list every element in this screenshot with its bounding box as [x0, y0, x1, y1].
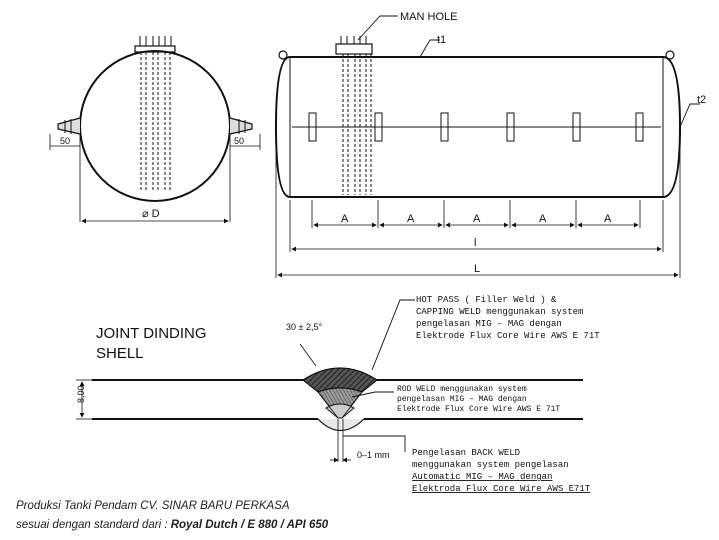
inner-length-label: l: [474, 237, 476, 249]
svg-text:Elektroda Flux Core Wire AWS E: Elektroda Flux Core Wire AWS E71T: [412, 484, 591, 494]
svg-text:CAPPING WELD menggunakan syste: CAPPING WELD menggunakan system: [416, 307, 583, 317]
tank-end-view: [49, 36, 261, 224]
segment-a-3: A: [473, 213, 481, 225]
rod-weld-note: ROD WELD menggunakan system pengelasan M…: [397, 385, 560, 414]
segment-a-5: A: [604, 213, 612, 225]
segment-a-2: A: [407, 213, 415, 225]
diameter-label: ⌀ D: [142, 208, 160, 220]
gap-label: 0–1 mm: [357, 450, 390, 460]
angle-label: 30 ± 2,5°: [286, 322, 322, 332]
svg-text:menggunakan system pengelasan: menggunakan system pengelasan: [412, 460, 569, 470]
svg-text:pengelasan MIG – MAG dengan: pengelasan MIG – MAG dengan: [416, 319, 562, 329]
segment-a-4: A: [539, 213, 547, 225]
svg-text:pengelasan MIG – MAG dengan: pengelasan MIG – MAG dengan: [397, 395, 527, 404]
dim-50-left: 50: [60, 136, 70, 146]
joint-title-line2: SHELL: [96, 345, 144, 362]
t1-label: t1: [437, 34, 446, 46]
back-weld-note: Pengelasan BACK WELD menggunakan system …: [412, 448, 591, 494]
hot-pass-note: HOT PASS ( Filler Weld ) & CAPPING WELD …: [416, 295, 600, 341]
svg-text:Elektrode Flux Core Wire AWS E: Elektrode Flux Core Wire AWS E 71T: [397, 405, 560, 414]
thickness-label: 8,00: [76, 385, 86, 403]
footer-line2-prefix: sesuai dengan standard dari :: [16, 519, 171, 531]
weld-joint-detail: [76, 299, 583, 463]
svg-text:Elektrode Flux Core Wire AWS E: Elektrode Flux Core Wire AWS E 71T: [416, 331, 600, 341]
footer-line2: sesuai dengan standard dari : Royal Dutc…: [16, 519, 328, 531]
footer-line1: Produksi Tanki Pendam CV. SINAR BARU PER…: [16, 500, 290, 512]
svg-text:Automatic MIG – MAG dengan: Automatic MIG – MAG dengan: [412, 472, 552, 482]
dim-50-right: 50: [234, 136, 244, 146]
tank-side-view: [274, 15, 700, 278]
t2-label: t2: [697, 94, 706, 106]
svg-text:HOT PASS ( Filler Weld ) &: HOT PASS ( Filler Weld ) &: [416, 295, 557, 305]
man-hole-label: MAN HOLE: [400, 11, 457, 23]
svg-text:ROD WELD menggunakan system: ROD WELD menggunakan system: [397, 385, 527, 394]
footer-standard: Royal Dutch / E 880 / API 650: [170, 519, 329, 531]
joint-title-line1: JOINT DINDING: [96, 325, 207, 342]
total-length-label: L: [474, 263, 480, 275]
svg-text:Pengelasan BACK WELD: Pengelasan BACK WELD: [412, 448, 520, 458]
segment-a-1: A: [341, 213, 349, 225]
